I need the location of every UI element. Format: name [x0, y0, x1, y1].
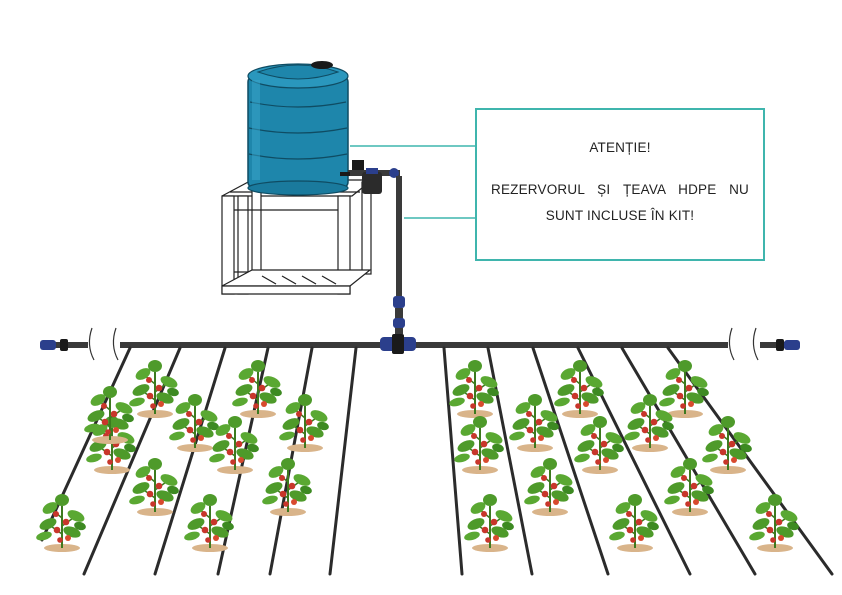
- tomato-plant: [607, 493, 661, 553]
- tank-stand: [221, 179, 374, 295]
- tomato-plant: [167, 393, 221, 453]
- notice-title: ATENȚIE!: [589, 140, 651, 155]
- tomato-plant: [552, 359, 606, 419]
- tomato-plant: [277, 393, 331, 453]
- tomato-plant: [452, 415, 506, 475]
- tomato-plant: [127, 457, 181, 517]
- tomato-plant: [260, 457, 314, 517]
- tomato-plant: [657, 359, 711, 419]
- tomato-plant: [700, 415, 754, 475]
- main-header-pipe: [40, 327, 800, 361]
- drip-lateral: [153, 346, 227, 576]
- valve-filter-assembly: [340, 160, 405, 334]
- water-tank: [247, 61, 349, 196]
- tomato-plant: [34, 493, 88, 553]
- notice-callout: ATENȚIE! REZERVORUL ȘI ȚEAVA HDPE NU SUN…: [475, 108, 765, 261]
- tomato-plant: [462, 493, 516, 553]
- tomato-plant: [522, 457, 576, 517]
- notice-line-2: SUNT INCLUSE ÎN KIT!: [545, 208, 695, 223]
- tomato-plant: [182, 493, 236, 553]
- tomato-plant: [747, 493, 801, 553]
- tomato-plant: [230, 359, 284, 419]
- tomato-plant: [662, 457, 716, 517]
- drip-lateral: [531, 346, 610, 576]
- notice-line-1: REZERVORUL ȘI ȚEAVA HDPE NU: [491, 182, 749, 197]
- drip-lateral: [328, 346, 358, 576]
- drip-lateral: [442, 346, 464, 576]
